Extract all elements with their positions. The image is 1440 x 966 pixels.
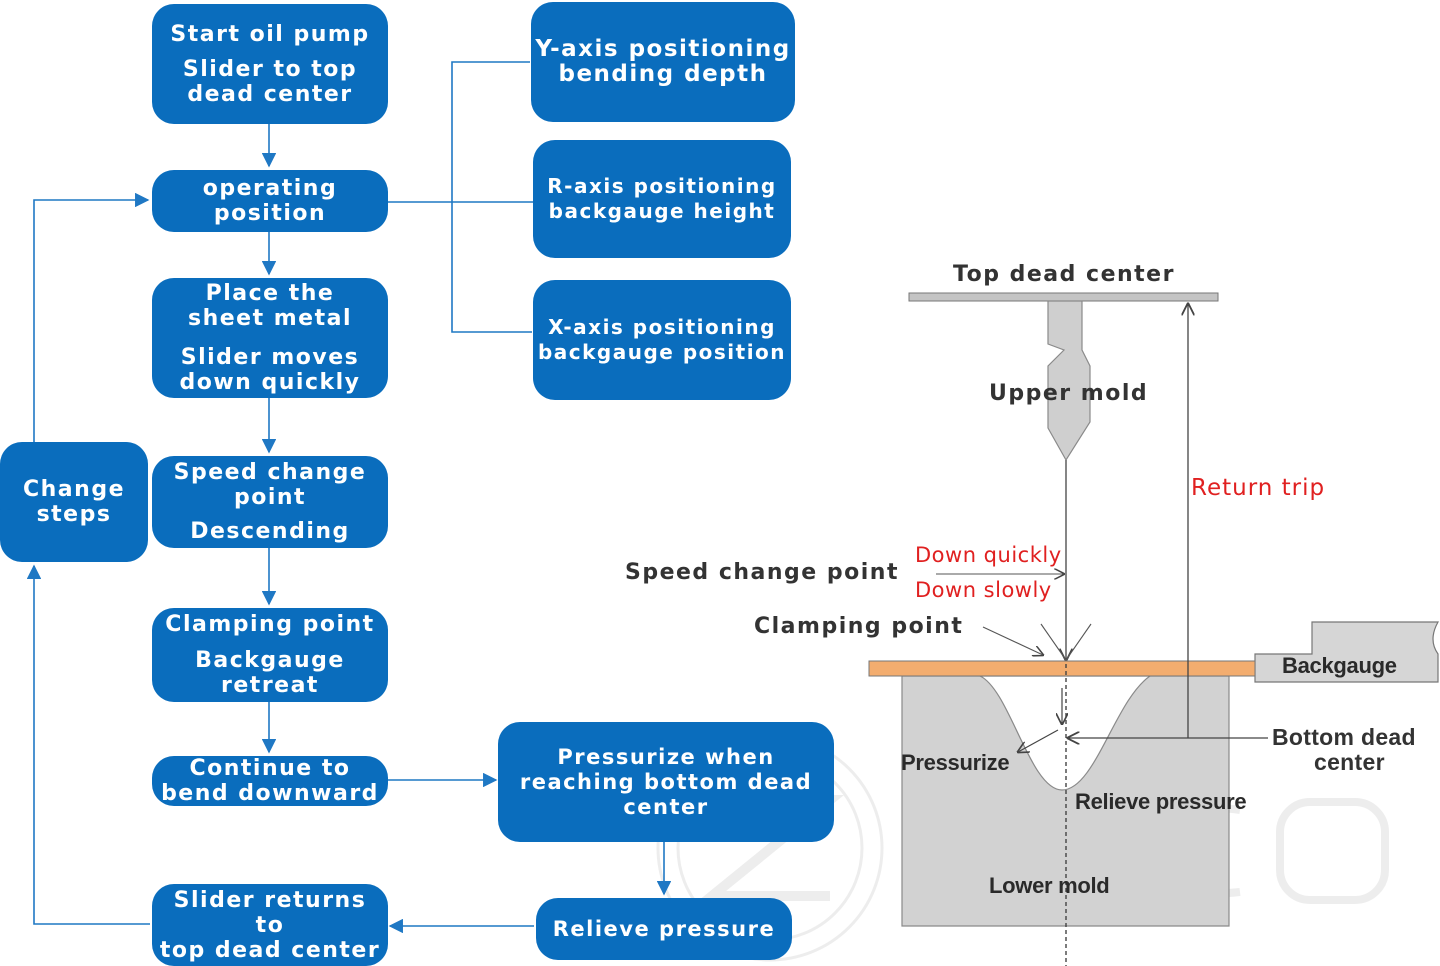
upper-mold-label: Upper mold bbox=[989, 381, 1149, 406]
relieve-pressure-label: Relieve pressure bbox=[1075, 789, 1247, 814]
lower-mold-label: Lower mold bbox=[989, 873, 1110, 898]
clamping-point-box: Clamping point Backgauge retreat bbox=[152, 608, 388, 702]
box-text: Backgauge bbox=[195, 648, 345, 673]
box-text: Clamping point bbox=[165, 612, 375, 637]
bottom-dead-center-label-2: center bbox=[1314, 749, 1385, 775]
clamp-vee-left bbox=[1040, 623, 1067, 661]
arrow-change-to-operating bbox=[33, 192, 150, 442]
box-text: Change bbox=[23, 477, 125, 502]
down-quickly-label: Down quickly bbox=[915, 543, 1062, 567]
pressurize-pointer bbox=[1018, 729, 1059, 752]
backgauge-block bbox=[1254, 621, 1440, 683]
x-axis-box: X-axis positioning backgauge position bbox=[533, 280, 791, 400]
box-text: Pressurize when bbox=[557, 744, 775, 769]
box-text: sheet metal bbox=[187, 306, 353, 331]
box-text: position bbox=[213, 201, 327, 226]
box-text: R-axis positioning bbox=[547, 174, 777, 198]
box-text: Speed change bbox=[173, 460, 367, 485]
operating-position-box: operating position bbox=[152, 170, 388, 232]
top-dead-center-bar bbox=[908, 292, 1219, 302]
start-oil-pump-box: Start oil pump Slider to top dead center bbox=[152, 4, 388, 124]
flow-connectors bbox=[26, 61, 672, 934]
box-text: Slider returns to bbox=[173, 887, 367, 938]
clamping-point-label: Clamping point bbox=[754, 614, 964, 639]
box-text: backgauge height bbox=[548, 199, 776, 223]
top-dead-center-label: Top dead center bbox=[953, 262, 1175, 287]
box-text: dead center bbox=[187, 81, 353, 107]
slider-returns-box: Slider returns to top dead center bbox=[152, 884, 388, 966]
box-text: reaching bottom dead bbox=[519, 769, 813, 794]
box-text: Start oil pump bbox=[170, 21, 370, 47]
box-text: center bbox=[623, 794, 709, 819]
box-text: steps bbox=[36, 502, 112, 527]
down-slowly-label: Down slowly bbox=[915, 578, 1052, 602]
change-steps-box: Change steps bbox=[0, 442, 148, 562]
sheet-metal bbox=[868, 660, 1256, 677]
box-text: backgauge position bbox=[537, 340, 787, 364]
box-text: Slider moves bbox=[180, 345, 360, 370]
box-text: Slider to top bbox=[182, 56, 358, 82]
box-text: retreat bbox=[221, 673, 319, 698]
pressurize-label: Pressurize bbox=[901, 750, 1010, 775]
y-axis-box: Y-axis positioning bending depth bbox=[531, 2, 795, 122]
box-text: bending depth bbox=[558, 61, 768, 87]
box-text: Relieve pressure bbox=[552, 916, 776, 941]
clamp-vee-right bbox=[1065, 623, 1092, 661]
continue-bend-box: Continue to bend downward bbox=[152, 756, 388, 806]
box-text: down quickly bbox=[179, 370, 361, 395]
box-text: X-axis positioning bbox=[548, 315, 776, 339]
relieve-pressure-box: Relieve pressure bbox=[536, 898, 792, 960]
bottom-dead-center-label-1: Bottom dead bbox=[1272, 724, 1416, 750]
box-text: point bbox=[233, 485, 307, 510]
box-text: top dead center bbox=[159, 937, 381, 963]
backgauge-label: Backgauge bbox=[1282, 653, 1397, 678]
lower-mold-vgroove bbox=[979, 675, 1152, 791]
return-trip-label: Return trip bbox=[1191, 475, 1326, 501]
speed-change-point-label: Speed change point bbox=[625, 560, 899, 585]
box-text: Y-axis positioning bbox=[535, 36, 791, 62]
box-text: Descending bbox=[190, 519, 350, 544]
r-axis-box: R-axis positioning backgauge height bbox=[533, 140, 791, 258]
box-text: operating bbox=[202, 176, 338, 201]
pressurize-box: Pressurize when reaching bottom dead cen… bbox=[498, 722, 834, 842]
arrow-returns-to-change bbox=[26, 564, 150, 925]
press-brake-diagram bbox=[868, 292, 1440, 966]
box-text: Continue to bbox=[189, 756, 351, 781]
box-text: bend downward bbox=[161, 781, 379, 806]
speed-change-box: Speed change point Descending bbox=[152, 456, 388, 548]
link-yaxis-to-xaxis bbox=[451, 61, 532, 333]
place-sheet-box: Place the sheet metal Slider moves down … bbox=[152, 278, 388, 398]
clamping-point-pointer bbox=[982, 626, 1043, 655]
box-text: Place the bbox=[205, 281, 335, 306]
